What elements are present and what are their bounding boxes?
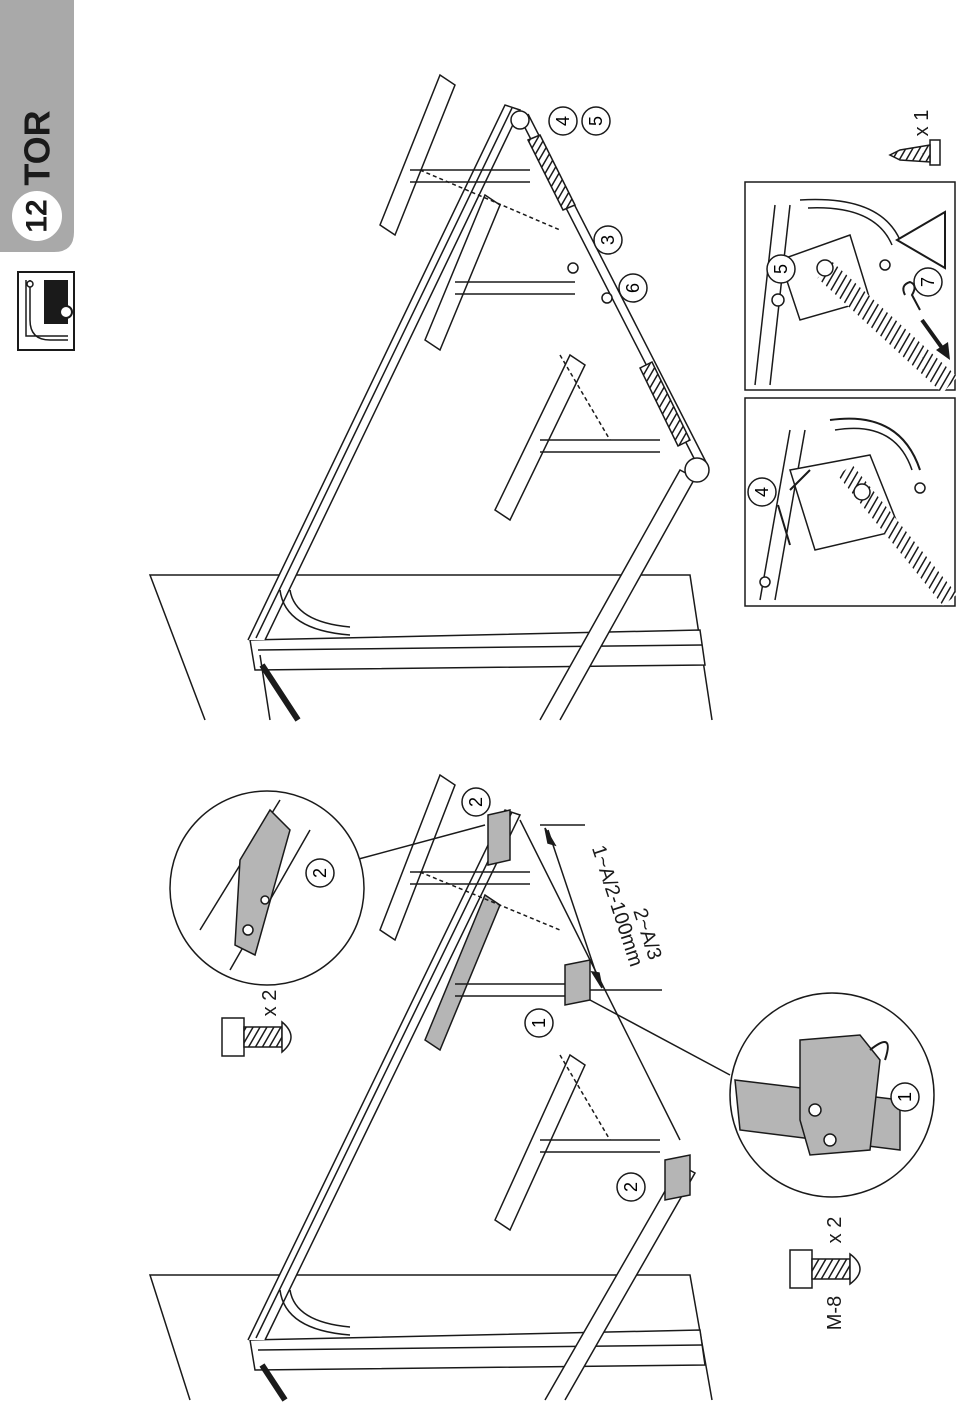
callout-1-bracket: 1 <box>524 1008 554 1038</box>
callout-4-top: 4 <box>548 106 578 136</box>
svg-text:4: 4 <box>553 116 573 126</box>
screw-qty: x 1 <box>911 110 933 137</box>
detail-circle-1 <box>729 992 935 1198</box>
svg-text:4: 4 <box>752 487 772 497</box>
callout-1-detail: 1 <box>890 1082 920 1112</box>
callout-2-top-bracket: 2 <box>461 787 491 817</box>
garage-door-icon <box>17 271 75 351</box>
callout-2-bottom-bracket: 2 <box>616 1172 646 1202</box>
svg-text:1: 1 <box>895 1092 915 1102</box>
door-assembly-top <box>148 73 713 722</box>
callout-7: 7 <box>913 267 943 297</box>
bolt-bottom-size: M-8 <box>824 1296 846 1330</box>
screw-icon <box>888 139 941 166</box>
svg-text:1: 1 <box>529 1018 549 1028</box>
door-assembly-bottom <box>148 773 731 1402</box>
callouts-top: 4 5 3 6 <box>548 106 648 303</box>
callout-5-detail: 5 <box>766 254 796 284</box>
svg-text:2: 2 <box>466 797 486 807</box>
step-number: 12 <box>21 199 54 232</box>
detail-box-4 <box>744 397 958 607</box>
svg-text:5: 5 <box>586 116 606 126</box>
bolt-icon <box>789 1249 861 1289</box>
callout-4-detail: 4 <box>747 477 777 507</box>
step-header: 12 TOR <box>0 0 74 252</box>
detail-circle-2 <box>169 790 365 986</box>
svg-text:6: 6 <box>623 283 643 293</box>
arrow-icon <box>920 318 950 360</box>
callout-2-detail: 2 <box>305 858 335 888</box>
svg-text:5: 5 <box>771 264 791 274</box>
callout-3: 3 <box>593 225 623 255</box>
warning-triangle-icon <box>895 210 946 270</box>
hook-icon <box>902 280 921 311</box>
bolt-icon <box>221 1017 292 1057</box>
dimension-label-1: 1~A/2-100mm <box>587 843 647 970</box>
detail-box-5 <box>744 181 958 394</box>
svg-text:7: 7 <box>918 277 938 287</box>
svg-text:3: 3 <box>598 235 618 245</box>
bolt-top-qty: x 2 <box>259 990 281 1017</box>
callout-6: 6 <box>618 273 648 303</box>
svg-text:2: 2 <box>621 1182 641 1192</box>
bolt-bottom-qty: x 2 <box>824 1217 846 1244</box>
callout-5-top: 5 <box>581 106 611 136</box>
svg-text:2: 2 <box>310 868 330 878</box>
step-title: TOR <box>17 110 58 185</box>
